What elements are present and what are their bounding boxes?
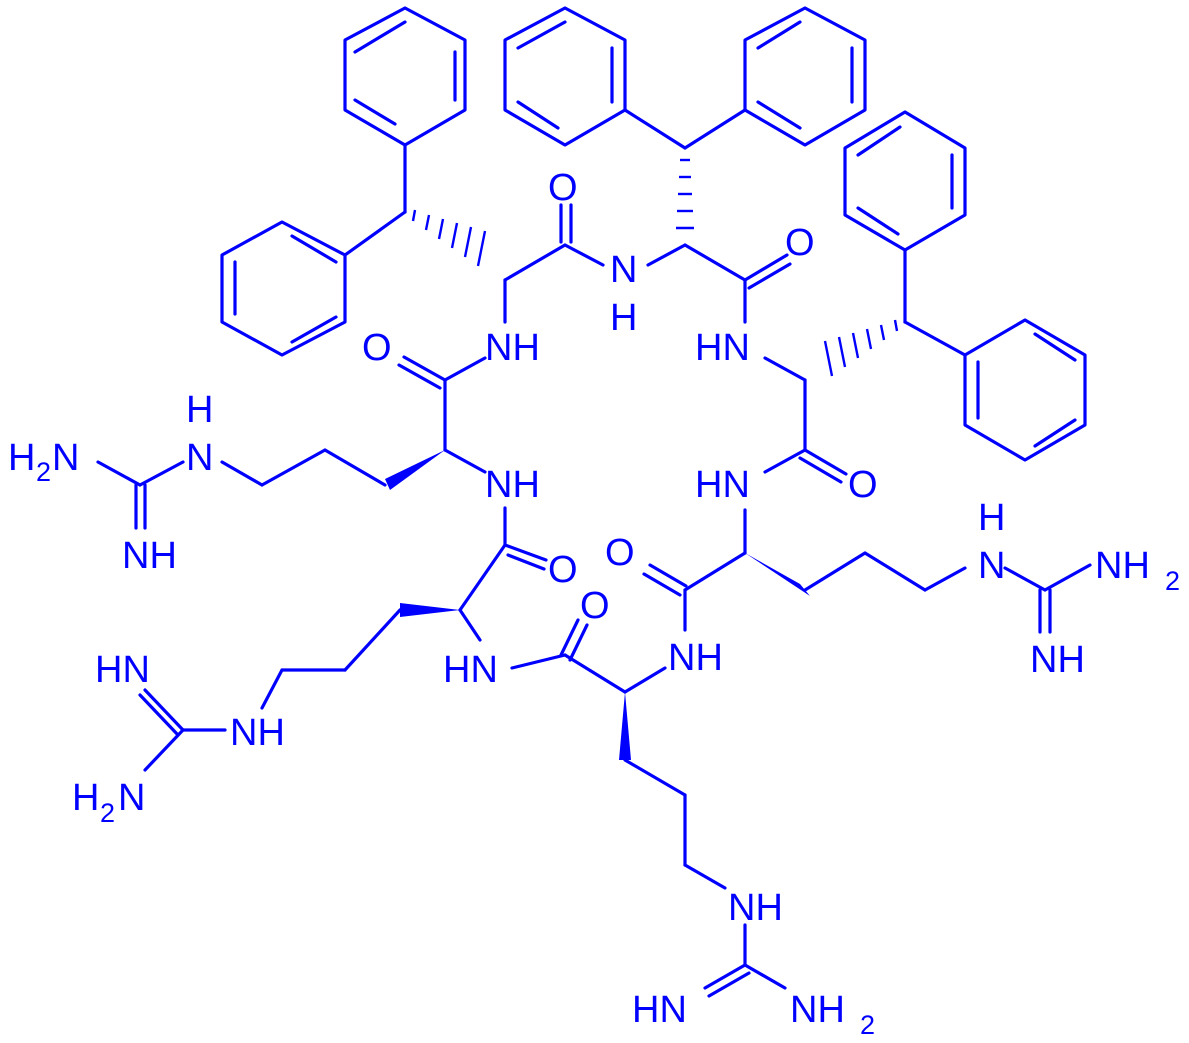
atom-g1-h: H [186,389,213,431]
atom-g1-h2n-h: H [8,437,35,479]
atom-oxygen-6: O [548,549,578,591]
atom-oxygen-1: O [548,167,578,209]
hash-bond-2 [676,158,694,230]
atom-g4-nh2-subscript: 2 [860,1010,875,1040]
atom-oxygen-5: O [605,532,635,574]
wedge-bonds [385,450,810,760]
atom-amide-nh-left-2: NH [485,464,540,506]
atom-amide-h-top: H [610,297,637,339]
wedge-bond-4 [745,553,810,596]
atom-amide-hn-right-1: HN [695,327,750,369]
atom-g4-nh: NH [728,887,783,929]
atom-amide-n-top: N [610,249,637,291]
atom-amide-hn-bottom-left: HN [443,649,498,691]
atom-g1-n: N [186,437,213,479]
hash-bond-1 [411,209,487,267]
bond-lines [96,6,1092,998]
atom-g2-nh2-subscript: 2 [1165,566,1180,596]
atom-g3-h2n-n: N [118,777,145,819]
phenyl-ring-2 [220,220,347,357]
atom-g1-imine: NH [122,535,177,577]
hash-bond-3 [823,319,899,377]
atom-g3-h2n-h: H [72,777,99,819]
phenyl-ring-3 [503,6,627,147]
atom-amide-nh-bottom-mid: NH [668,637,723,679]
atom-amide-nh-left-1: NH [485,327,540,369]
phenyl-ring-1 [343,6,467,147]
atom-g2-nh2-n: NH [1095,545,1150,587]
wedge-bond-2 [400,603,460,617]
wedge-bond-1 [385,450,445,490]
wedge-bond-3 [619,692,631,760]
atom-g4-imine: HN [632,989,687,1031]
hash-bonds [411,158,899,377]
atom-g3-imine: HN [95,649,150,691]
atom-g1-h2n-subscript: 2 [36,457,51,487]
phenyl-ring-5 [843,110,967,252]
atom-g4-nh2-n: NH [790,989,845,1031]
phenyl-ring-4 [743,6,867,147]
atom-g2-h: H [978,497,1005,539]
atom-g3-h2n-subscript: 2 [100,798,115,828]
atom-oxygen-3: O [362,327,392,369]
atom-g3-nh: NH [230,712,285,754]
atom-g2-imine: NH [1030,639,1085,681]
atom-g1-h2n-n: N [52,437,79,479]
atom-oxygen-4: O [848,464,878,506]
atom-labels: O O O O O O O N H NH HN NH HN HN NH H N … [8,167,1180,1040]
atom-oxygen-7: O [580,585,610,627]
phenyl-ring-6 [963,318,1087,462]
atom-oxygen-2: O [785,222,815,264]
atom-g2-n: N [978,545,1005,587]
atom-amide-hn-right-2: HN [695,464,750,506]
